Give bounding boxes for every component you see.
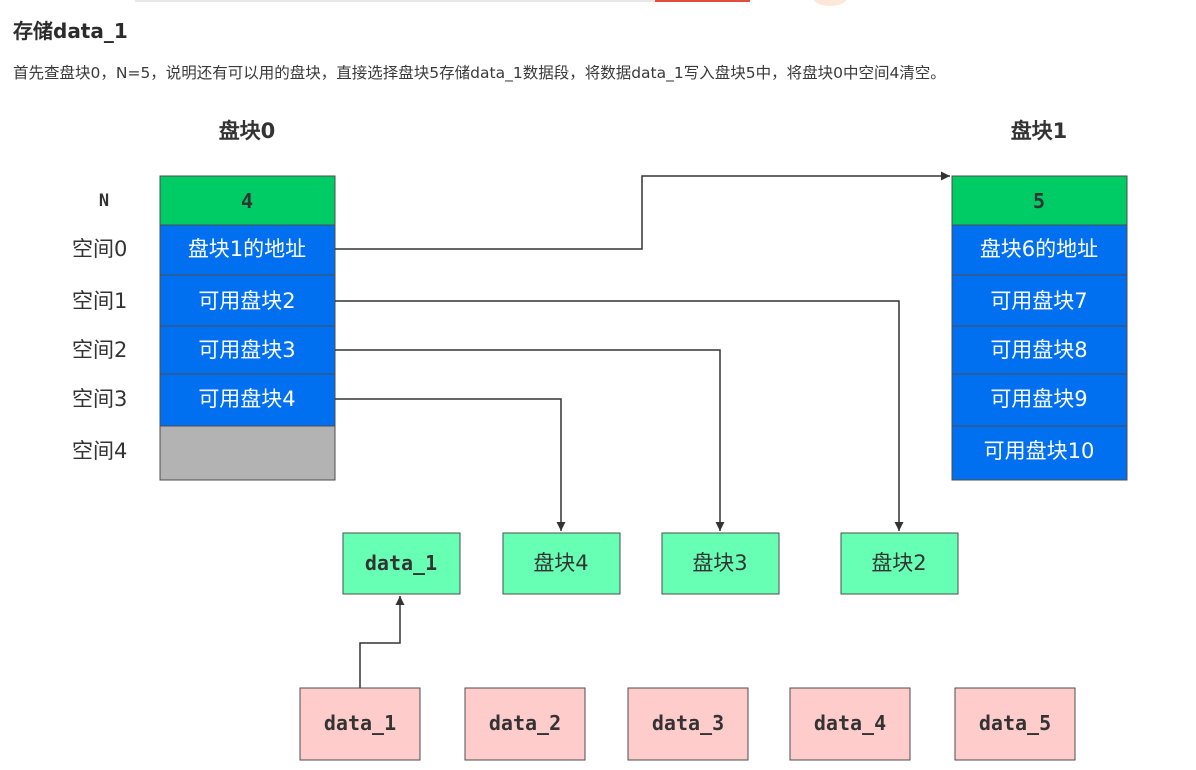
block1-cell-3: [951, 373, 1128, 427]
section-description: 首先查盘块0，N=5，说明还有可以用的盘块，直接选择盘块5存储data_1数据段…: [13, 64, 946, 82]
block1-n-value: 5: [1033, 189, 1045, 213]
row-label-space-3: 空间3: [72, 387, 127, 411]
segment-box-5-label: data_5: [979, 711, 1051, 735]
allocated-box-block3: [661, 532, 780, 595]
toolbar-divider: [135, 0, 655, 2]
block1-cell-2-text: 可用盘块8: [990, 338, 1087, 362]
block1-cell-4: [951, 425, 1128, 481]
block0-cell-3-text: 可用盘块4: [198, 387, 295, 411]
block0-cell-0-text: 盘块1的地址: [188, 237, 306, 261]
segment-box-3-label: data_3: [652, 711, 724, 735]
allocated-box-block4: [502, 532, 621, 595]
allocated-box-block4-label: 盘块4: [533, 551, 588, 575]
segment-box-4-label: data_4: [814, 711, 886, 735]
allocated-box-data1: [342, 532, 461, 595]
block1-cell-3-text: 可用盘块9: [990, 387, 1087, 411]
allocated-box-block2: [840, 532, 959, 595]
block0-cell-4-empty: [159, 425, 336, 481]
block1-cell-0-text: 盘块6的地址: [980, 237, 1098, 261]
arrow-space1-to-block2: [335, 300, 904, 531]
arrow-block0-to-block1: [335, 171, 950, 250]
block1-cell-0: [951, 224, 1128, 276]
block1-title: 盘块1: [1011, 119, 1068, 143]
arrow-segment-to-allocated: [359, 596, 405, 688]
block0-n-value: 4: [241, 189, 253, 213]
allocated-box-block3-label: 盘块3: [692, 551, 747, 575]
toolbar-accent-bar: [655, 0, 750, 2]
allocated-box-data1-label: data_1: [365, 551, 437, 575]
segment-box-2: [464, 687, 586, 761]
row-label-space-1: 空间1: [72, 289, 127, 313]
block0-cell-2: [159, 325, 336, 375]
row-label-space-4: 空间4: [72, 439, 127, 463]
block1-cell-1: [951, 274, 1128, 327]
block0-cell-2-text: 可用盘块3: [198, 338, 295, 362]
segment-box-1: [299, 687, 421, 761]
section-heading: 存储data_1: [13, 19, 128, 43]
segment-box-2-label: data_2: [489, 711, 561, 735]
arrow-space2-to-block3: [335, 349, 725, 531]
row-label-space-0: 空间0: [72, 237, 127, 261]
arrow-space3-to-block4: [335, 398, 566, 531]
toolbar-avatar-shape: [812, 0, 848, 6]
segment-box-4: [789, 687, 911, 761]
data-segments-row: data_1 data_2 data_3 data_4 data_5: [299, 687, 1076, 761]
segment-box-3: [627, 687, 749, 761]
block0-cell-0: [159, 224, 336, 276]
segment-box-1-label: data_1: [324, 711, 396, 735]
block1-cell-1-text: 可用盘块7: [990, 289, 1087, 313]
row-label-n: N: [99, 191, 109, 211]
block1-table: 5 盘块6的地址 可用盘块7 可用盘块8 可用盘块9 可用盘块10: [951, 175, 1128, 481]
block0-cell-1-text: 可用盘块2: [198, 289, 295, 313]
block0-title: 盘块0: [219, 119, 276, 143]
block0-cell-3: [159, 373, 336, 427]
row-label-space-2: 空间2: [72, 338, 127, 362]
top-toolbar-strip: [0, 0, 1196, 6]
allocated-blocks-row: data_1 盘块4 盘块3 盘块2: [342, 532, 959, 595]
allocated-box-block2-label: 盘块2: [871, 551, 926, 575]
block1-cell-4-text: 可用盘块10: [984, 439, 1095, 463]
block0-table: 4 盘块1的地址 可用盘块2 可用盘块3 可用盘块4: [159, 175, 336, 481]
block1-n-cell: [951, 175, 1128, 226]
segment-box-5: [954, 687, 1076, 761]
